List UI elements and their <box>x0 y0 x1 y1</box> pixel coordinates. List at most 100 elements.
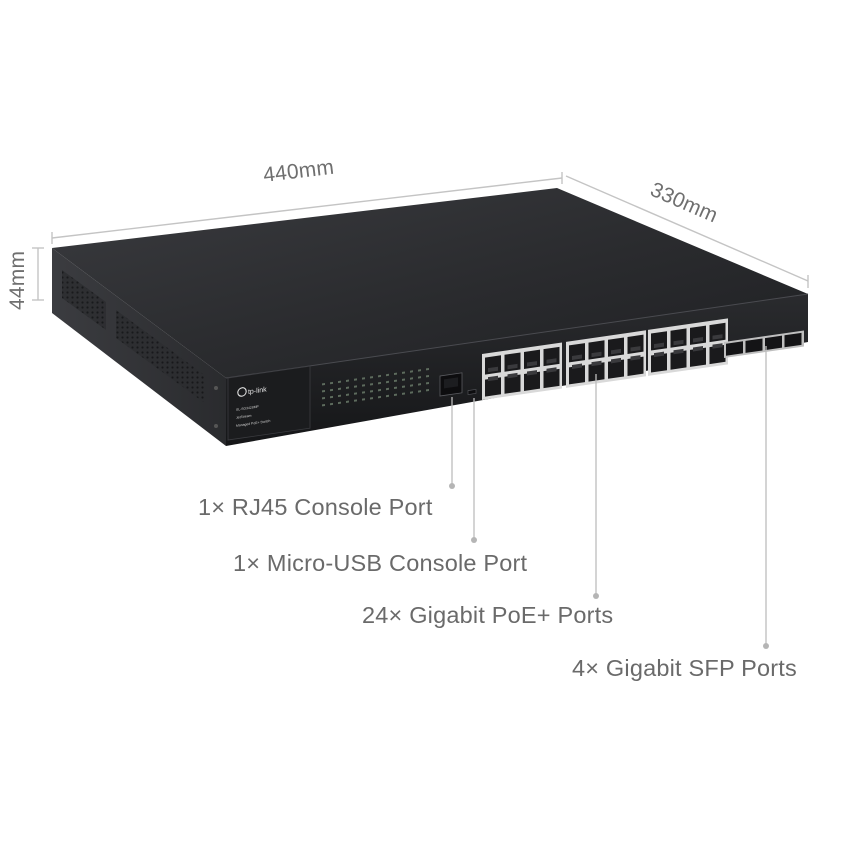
status-led <box>362 398 365 401</box>
product-subtitle: Managed PoE+ Switch <box>236 419 270 428</box>
micro-usb-console-port <box>467 389 477 395</box>
status-led <box>386 387 389 391</box>
rj45-port <box>709 322 726 343</box>
status-led <box>418 390 421 393</box>
status-led <box>410 384 413 387</box>
port-cage <box>648 318 728 376</box>
status-led <box>354 392 357 395</box>
rj45-port <box>504 352 521 372</box>
rj45-port <box>709 343 726 365</box>
rj45-port <box>543 367 560 389</box>
status-led <box>362 384 365 387</box>
rj45-port <box>543 346 560 367</box>
status-led <box>394 393 397 397</box>
chassis-top <box>52 188 808 378</box>
status-led <box>418 369 421 372</box>
side-vent-right <box>116 310 206 404</box>
status-led <box>322 389 325 393</box>
rj45-port <box>651 331 667 351</box>
status-led <box>338 394 341 398</box>
rj45-port <box>690 325 706 345</box>
dimension-lines <box>32 172 809 301</box>
sfp-port <box>745 338 763 353</box>
rj45-port <box>588 340 605 360</box>
status-led <box>378 381 381 385</box>
rj45-port <box>504 372 521 394</box>
status-led <box>394 379 397 383</box>
rj45-port <box>524 370 540 391</box>
status-led <box>346 386 349 389</box>
height-label: 44mm <box>6 250 29 310</box>
status-led <box>386 394 389 398</box>
status-led <box>378 374 381 378</box>
status-led <box>402 385 405 388</box>
status-led <box>362 391 365 394</box>
status-led <box>322 403 325 407</box>
rj45-port <box>588 360 605 382</box>
status-led <box>378 395 381 399</box>
status-led <box>418 376 421 379</box>
status-led <box>322 382 325 386</box>
led-panel <box>322 368 429 407</box>
status-led <box>322 396 325 400</box>
status-led <box>330 402 333 406</box>
status-led <box>410 377 413 380</box>
rj45-port <box>627 355 644 376</box>
status-led <box>386 373 389 377</box>
status-led <box>338 387 341 391</box>
status-led <box>426 375 429 378</box>
gigabit-poe-ports <box>482 318 728 400</box>
status-led <box>402 371 405 374</box>
callout-poe-ports: 24× Gigabit PoE+ Ports <box>362 602 614 628</box>
status-led <box>330 388 333 392</box>
status-led <box>354 399 357 402</box>
status-led <box>346 400 349 403</box>
status-led <box>354 378 357 381</box>
status-led <box>354 385 357 388</box>
port-cage <box>566 330 646 388</box>
model-number: SL-SG3428MP <box>236 404 260 411</box>
rj45-port <box>569 363 585 385</box>
status-led <box>370 390 373 393</box>
status-led <box>426 382 429 385</box>
brand-plate: tp-link SL-SG3428MP JetStream Managed Po… <box>227 365 311 441</box>
status-led <box>370 383 373 386</box>
rj45-port <box>670 348 687 370</box>
sfp-port <box>765 335 782 351</box>
status-led <box>386 380 389 384</box>
status-led <box>346 379 349 382</box>
callout-sfp-ports: 4× Gigabit SFP Ports <box>572 655 797 681</box>
rj45-port <box>627 334 644 354</box>
status-led <box>370 376 373 379</box>
rj45-port <box>485 355 501 375</box>
callout-micro-usb-console: 1× Micro-USB Console Port <box>233 550 528 576</box>
rj45-port <box>608 357 624 379</box>
status-led <box>410 391 413 394</box>
rj45-port <box>608 337 624 357</box>
status-led <box>338 401 341 405</box>
status-led <box>426 368 429 371</box>
side-vent-left <box>62 270 106 330</box>
status-led <box>402 378 405 381</box>
status-led <box>362 377 365 380</box>
status-led <box>394 386 397 390</box>
sfp-cage <box>724 330 804 358</box>
sfp-port <box>784 332 802 348</box>
rj45-console-port <box>439 372 463 397</box>
status-led <box>346 393 349 396</box>
status-led <box>410 370 413 373</box>
rj45-port <box>670 328 687 348</box>
status-led <box>330 395 333 399</box>
status-led <box>330 381 333 385</box>
brand-logo: tp-link <box>248 386 267 396</box>
status-led <box>378 388 381 392</box>
sfp-port <box>726 341 743 356</box>
status-led <box>418 383 421 386</box>
rj45-port <box>485 375 501 397</box>
callout-leaders <box>449 346 769 649</box>
status-led <box>370 397 373 400</box>
status-led <box>402 392 405 395</box>
port-cage <box>482 342 562 400</box>
